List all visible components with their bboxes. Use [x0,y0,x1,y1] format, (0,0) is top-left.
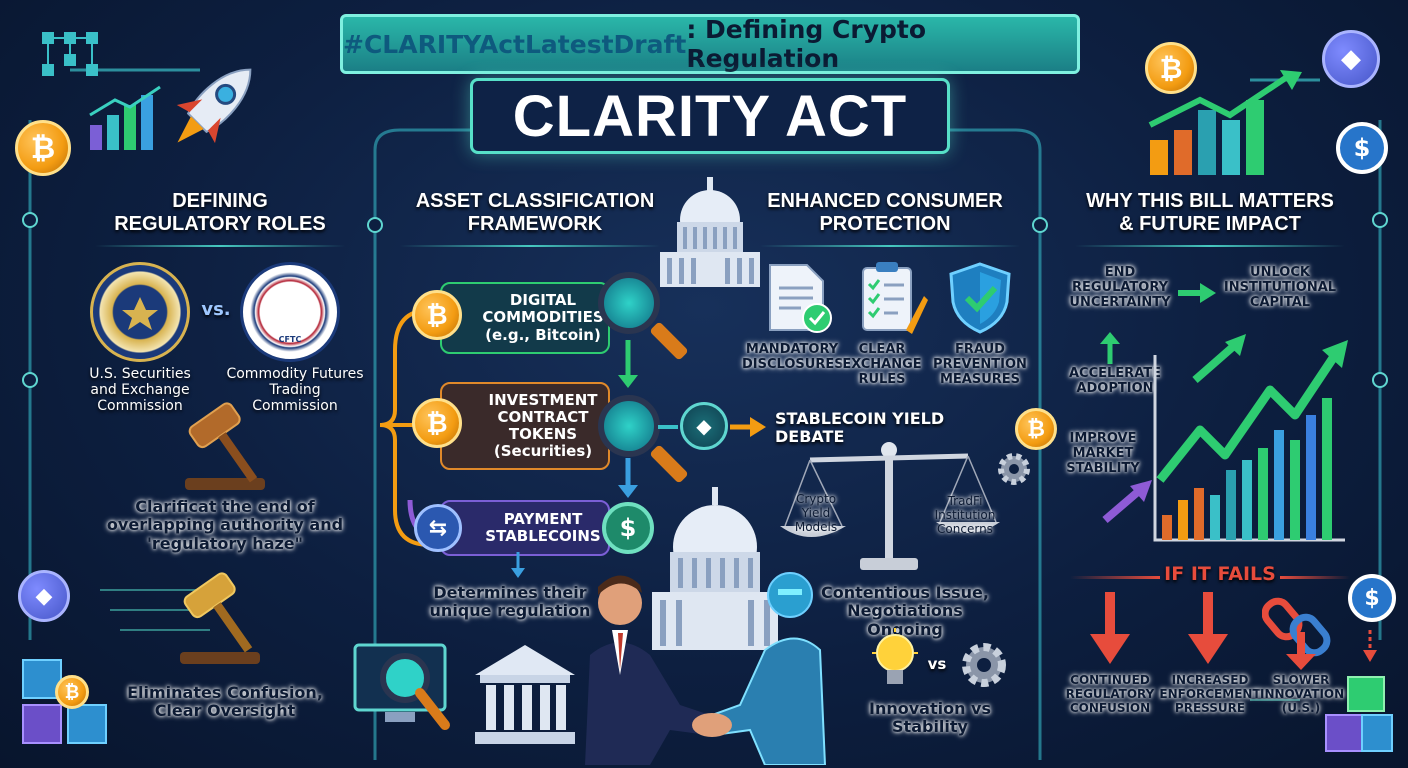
roles-title-line1: DEFINING [172,190,268,212]
fail-item-label: CONTINUED REGULATORY CONFUSION [1065,673,1155,715]
roles-divider [95,245,345,247]
vs-label: vs. [201,299,231,320]
balance-scale-icon [780,442,1000,570]
impact-title-line1: WHY THIS BILL MATTERS [1086,190,1334,212]
investment-tokens-card: INVESTMENT CONTRACT TOKENS (Securities) [440,382,610,470]
fail-item-label: INCREASED ENFORCEMENT PRESSURE [1159,673,1261,715]
usdc-coin-icon: $ [1336,122,1388,174]
bitcoin-coin-icon: ₿ [15,120,71,176]
blockchain-cubes-icon [1325,676,1393,752]
impact-section-title: WHY THIS BILL MATTERS & FUTURE IMPACT [1065,190,1355,236]
fails-divider [1280,576,1350,579]
monitor-magnifier-icon [353,643,450,730]
cftc-seal-text: CFTC [278,334,302,344]
consumer-section-title: ENHANCED CONSUMER PROTECTION [740,190,1030,236]
down-arrow-icon [1188,592,1228,664]
gear-icon [962,643,1006,687]
gavel-icon [180,572,260,664]
ethereum-coin-icon: ◆ [1322,30,1380,88]
down-arrow-icon [1363,630,1377,662]
payment-stablecoins-card: PAYMENT STABLECOINS [440,500,610,556]
gavel-icon [185,402,265,490]
scale-left-label: Crypto Yield Models [794,492,838,534]
ethereum-coin-icon: ◆ [680,402,728,450]
ethereum-coin-icon: ◆ [18,570,70,622]
right-arrow-icon [1178,283,1216,303]
down-arrow-icon [1286,632,1316,670]
fails-title: IF IT FAILS [1164,563,1276,585]
consumer-item-label: FRAUD PREVENTION MEASURES [933,342,1027,387]
rocket-icon [176,68,252,144]
bar-chart-icon [89,85,161,150]
cftc-seal-icon: CFTC [240,262,340,362]
bitcoin-coin-icon: ₿ [412,290,462,340]
roles-section-title: DEFINING REGULATORY ROLES [90,190,350,236]
roles-title-line2: REGULATORY ROLES [114,213,326,235]
classification-divider [400,245,660,247]
stablecoin-debate-title: STABLECOIN YIELD DEBATE [775,409,945,447]
flowchart-icon [42,32,98,76]
magnifier-icon [598,272,660,334]
hashtag-text: #CLARITYActLatestDraft [343,29,687,59]
end-uncertainty-label: END REGULATORY UNCERTAINTY [1069,265,1171,310]
sec-label: U.S. Securities and Exchange Commission [89,366,191,415]
consumer-item-label: MANDATORY DISCLOSURES [742,342,844,372]
hashtag-subtitle: : Defining Crypto Regulation [686,15,927,73]
consumer-item-label: CLEAR EXCHANGE RULES [842,342,922,387]
handshake-businessman-robot-icon [585,572,827,765]
capitol-building-icon [660,177,760,287]
classification-title-line1: ASSET CLASSIFICATION [415,190,655,212]
fail-item-label: SLOWER INNOVATION (U.S.) [1260,673,1345,715]
sec-seal-icon [90,262,190,362]
consumer-title-line2: PROTECTION [819,213,951,235]
classification-footer: Determines their unique regulation [429,583,591,621]
impact-growth-chart [1102,334,1348,542]
classification-title-line2: FRAMEWORK [467,213,603,235]
innovation-vs-label: vs [927,655,947,673]
result-text: Eliminates Confusion, Clear Oversight [127,683,323,721]
hashtag-banner: #CLARITYActLatestDraft : Defining Crypto… [340,14,1080,74]
payment-stablecoins-label: PAYMENT STABLECOINS [485,509,601,545]
capitol-building-icon [652,487,778,650]
down-arrow-icon [1090,592,1130,664]
bank-building-icon [475,645,575,744]
dollar-coin-icon: $ [602,502,654,554]
lightbulb-icon [872,628,918,684]
usdc-coin-icon: $ [1348,574,1396,622]
bitcoin-coin-icon: ₿ [1145,42,1197,94]
scale-right-label: TradFi Institution Concerns [934,494,996,536]
digital-commodities-card: DIGITAL COMMODITIES (e.g., Bitcoin) [440,282,610,354]
digital-commodities-label: DIGITAL COMMODITIES (e.g., Bitcoin) [482,291,604,344]
document-check-icon [769,264,832,333]
stablecoin-icon: ⇆ [414,504,462,552]
bitcoin-coin-icon: ₿ [412,398,462,448]
page-title: CLARITY ACT [470,78,950,154]
impact-divider [1075,245,1345,247]
consumer-divider [760,245,1020,247]
magnifier-icon [598,395,660,457]
accelerate-label: ACCELERATE ADOPTION [1069,366,1161,396]
unlock-capital-label: UNLOCK INSTITUTIONAL CAPITAL [1223,265,1337,310]
impact-title-line2: & FUTURE IMPACT [1119,213,1301,235]
growth-chart-icon [1148,70,1302,175]
fails-divider [1070,576,1160,579]
overlap-text: Clarificat the end of overlapping author… [106,497,344,553]
bitcoin-coin-icon: ₿ [1015,408,1057,450]
bitcoin-coin-icon: ₿ [55,675,89,709]
flow-arrows [618,340,766,498]
down-arrow-icon [511,552,525,578]
consumer-title-line1: ENHANCED CONSUMER [767,190,1003,212]
innovation-text: Innovation vs Stability [869,699,991,737]
clipboard-checklist-icon [862,262,928,334]
cftc-label: Commodity Futures Trading Commission [226,366,364,415]
shield-check-icon [949,262,1011,334]
up-arrow-icon [1100,332,1120,364]
investment-tokens-label: INVESTMENT CONTRACT TOKENS (Securities) [488,390,598,461]
stability-label: IMPROVE MARKET STABILITY [1066,431,1140,476]
gear-icon [998,453,1030,485]
issue-text: Contentious Issue, Negotiations Ongoing [821,583,989,639]
blockchain-cubes-icon [22,659,107,744]
classification-section-title: ASSET CLASSIFICATION FRAMEWORK [400,190,670,236]
